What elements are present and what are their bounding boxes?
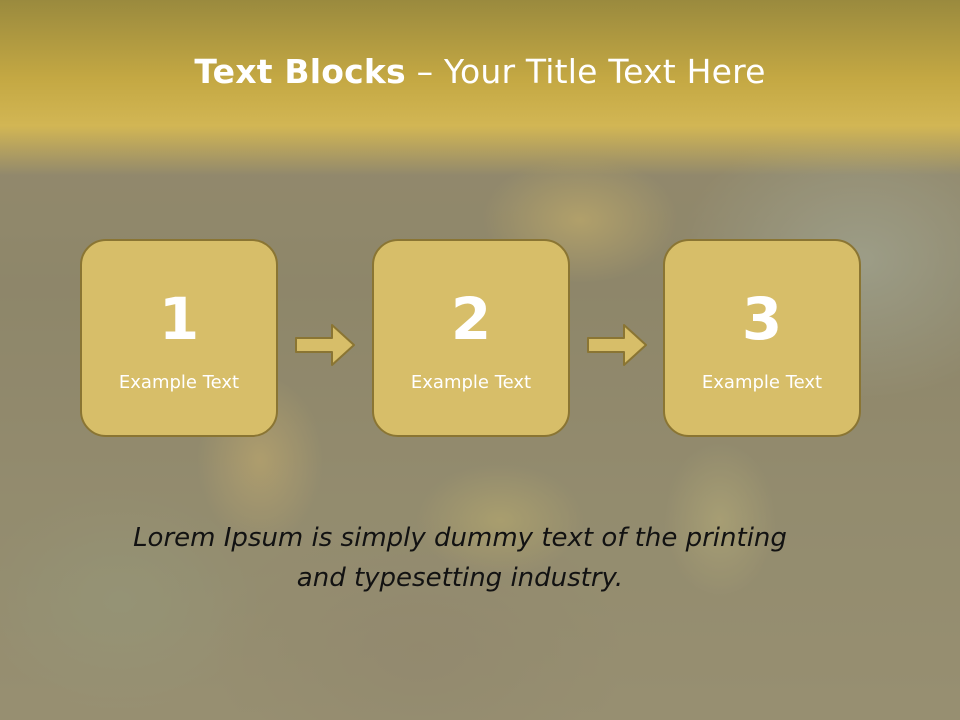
title-separator: – (405, 52, 444, 91)
slide-title: Text Blocks – Your Title Text Here (0, 52, 960, 91)
right-arrow-icon (587, 324, 647, 366)
caption-line-2: and typesetting industry. (296, 563, 624, 593)
title-rest: Your Title Text Here (443, 52, 766, 91)
caption-text: Lorem Ipsum is simply dummy text of the … (80, 518, 840, 598)
block-number: 2 (450, 285, 492, 353)
title-bold: Text Blocks (194, 52, 406, 91)
block-label: Example Text (118, 372, 240, 393)
block-label: Example Text (410, 372, 532, 393)
block-number: 3 (741, 285, 783, 353)
block-number: 1 (158, 285, 200, 353)
text-block-3: 3 Example Text (663, 239, 861, 437)
block-label: Example Text (701, 372, 823, 393)
title-band (0, 0, 960, 175)
right-arrow-icon (295, 324, 355, 366)
text-block-1: 1 Example Text (80, 239, 278, 437)
caption-line-1: Lorem Ipsum is simply dummy text of the … (133, 523, 787, 553)
text-block-2: 2 Example Text (372, 239, 570, 437)
